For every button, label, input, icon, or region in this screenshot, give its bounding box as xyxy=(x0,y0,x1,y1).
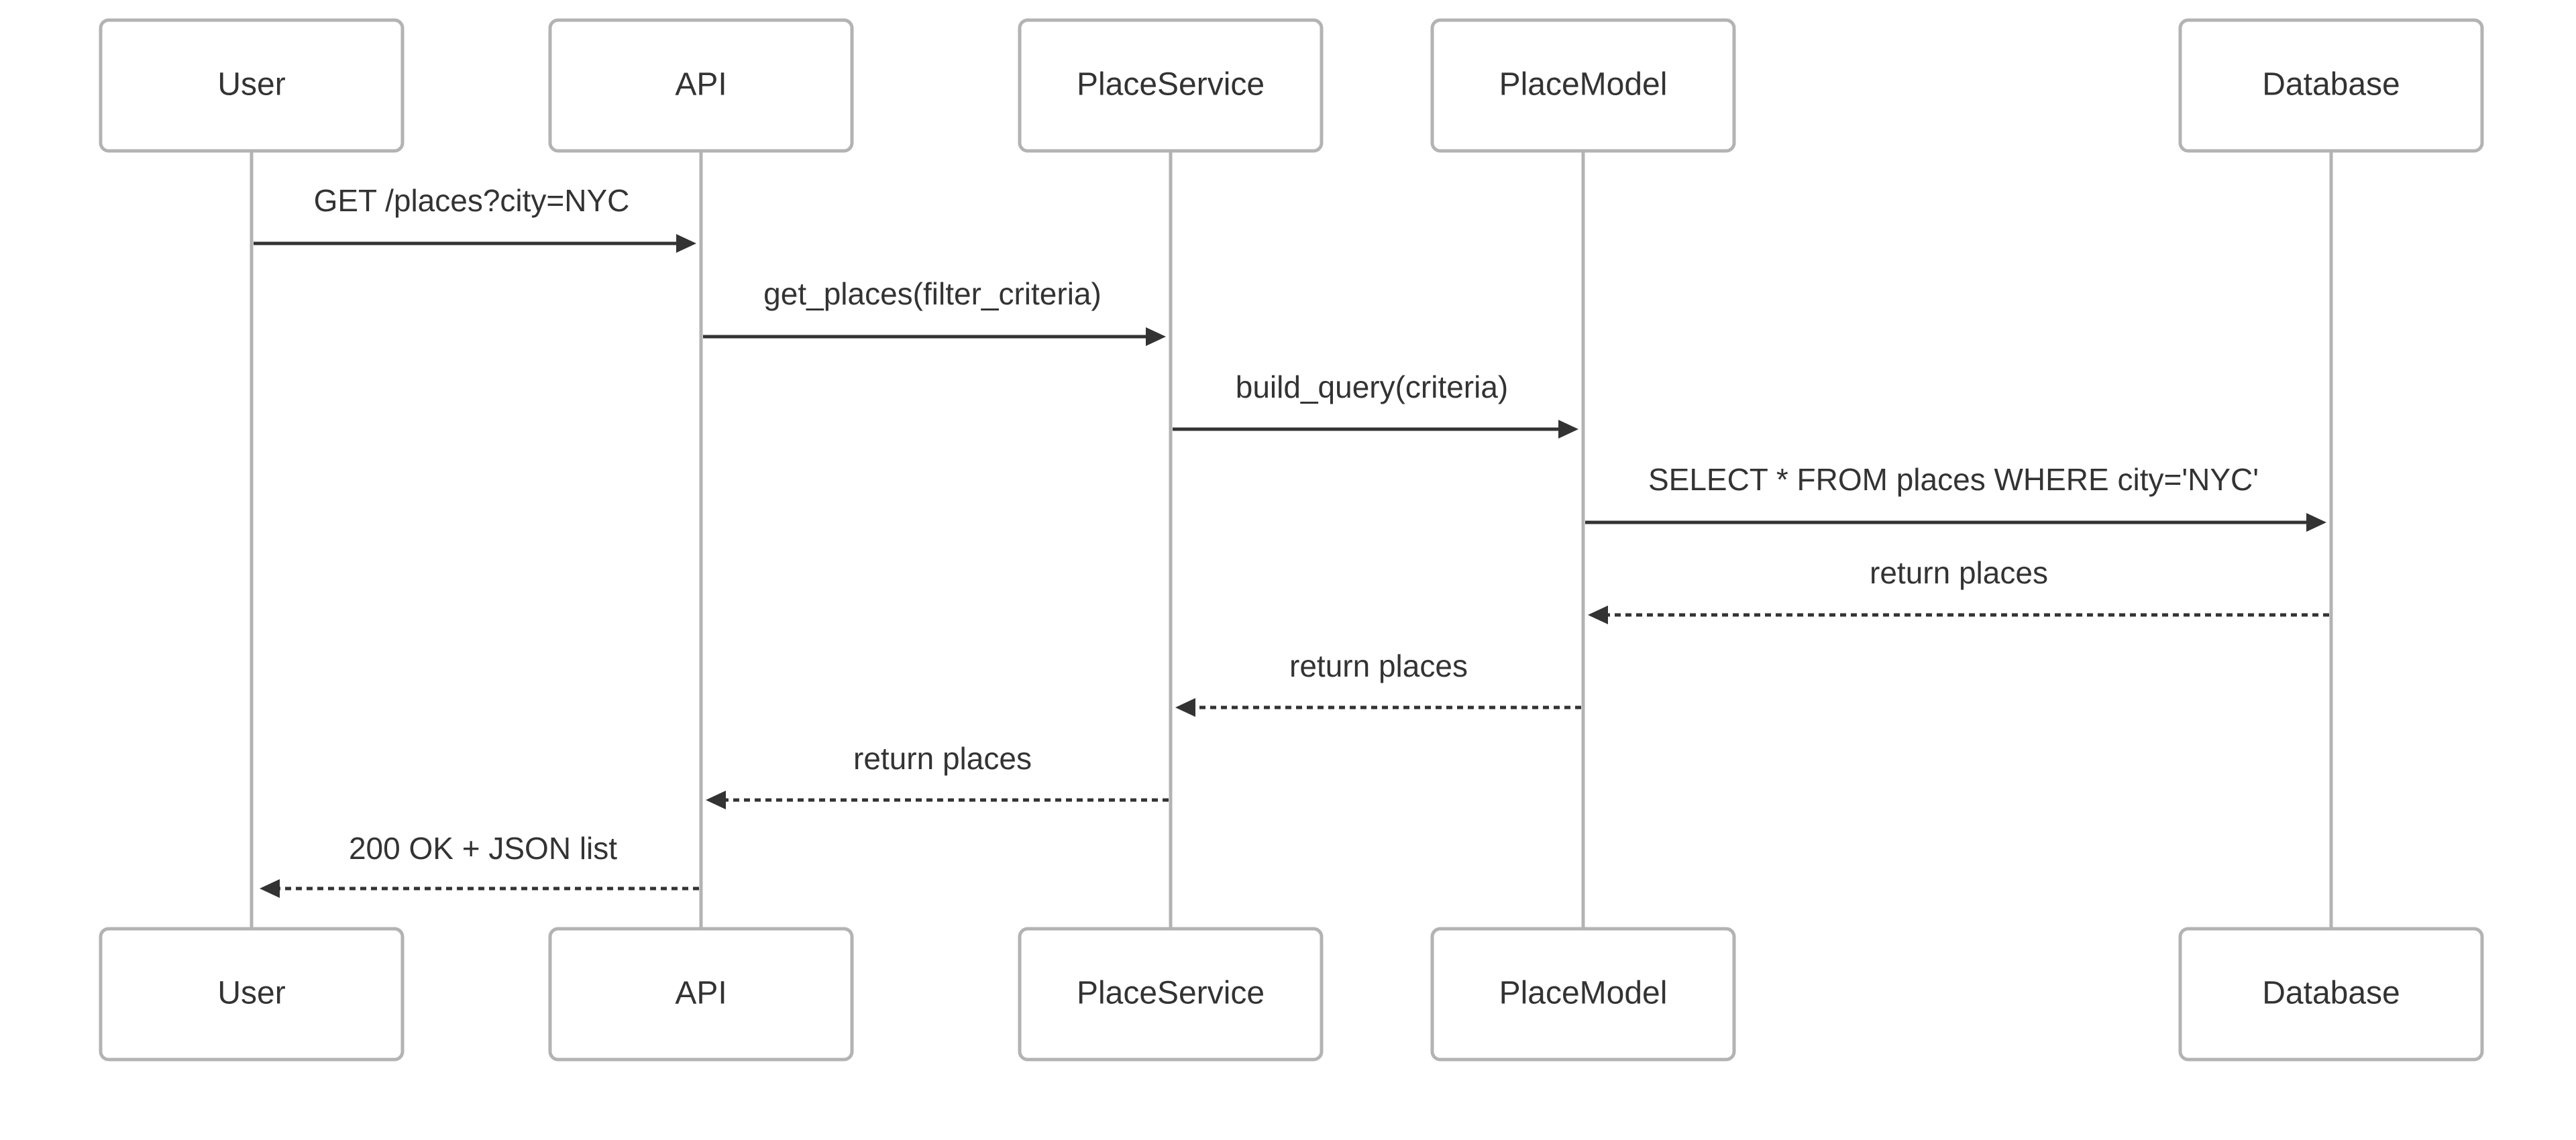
participant-label: Database xyxy=(2262,976,2400,1011)
participant-api-bottom: API xyxy=(548,927,854,1062)
participant-box xyxy=(1430,18,1736,153)
participant-box xyxy=(2178,927,2484,1062)
participant-box xyxy=(1430,927,1736,1062)
message-build-query: build_query(criteria) xyxy=(1173,369,1578,439)
participant-label: PlaceService xyxy=(1077,67,1265,103)
arrow-head-icon xyxy=(676,234,696,253)
message-label: get_places(filter_criteria) xyxy=(763,276,1102,311)
message-label: return places xyxy=(853,741,1032,776)
message-sql-query: SELECT * FROM places WHERE city='NYC' xyxy=(1585,462,2326,532)
participants-bottom: User API PlaceService PlaceModel Databas… xyxy=(99,927,2484,1062)
participant-box xyxy=(1018,927,1324,1062)
message-response: 200 OK + JSON list xyxy=(260,831,699,898)
message-label: build_query(criteria) xyxy=(1236,369,1509,404)
participant-label: Database xyxy=(2262,67,2400,103)
participants-top: User API PlaceService PlaceModel Databas… xyxy=(99,18,2484,153)
arrow-head-icon xyxy=(1146,327,1166,346)
participant-label: PlaceService xyxy=(1077,976,1265,1011)
message-get-places-call: get_places(filter_criteria) xyxy=(703,276,1166,346)
participant-label: PlaceModel xyxy=(1499,976,1668,1011)
lifelines xyxy=(250,151,2333,929)
participant-label: API xyxy=(675,67,727,103)
arrow-head-icon xyxy=(706,791,726,809)
participant-box xyxy=(99,18,405,153)
participant-placemodel-top: PlaceModel xyxy=(1430,18,1736,153)
participant-box xyxy=(1018,18,1324,153)
messages: GET /places?city=NYC get_places(filter_c… xyxy=(254,183,2329,898)
participant-placeservice-top: PlaceService xyxy=(1018,18,1324,153)
message-return-places-service: return places xyxy=(706,741,1169,809)
message-label: 200 OK + JSON list xyxy=(349,831,617,866)
arrow-head-icon xyxy=(1175,698,1195,717)
arrow-head-icon xyxy=(260,879,280,898)
participant-label: User xyxy=(217,67,285,103)
participant-placeservice-bottom: PlaceService xyxy=(1018,927,1324,1062)
message-label: GET /places?city=NYC xyxy=(314,183,630,218)
participant-label: User xyxy=(217,976,285,1011)
arrow-head-icon xyxy=(1588,606,1608,624)
message-get-places-request: GET /places?city=NYC xyxy=(254,183,696,253)
participant-database-top: Database xyxy=(2178,18,2484,153)
participant-database-bottom: Database xyxy=(2178,927,2484,1062)
message-label: return places xyxy=(1289,648,1468,683)
participant-user-bottom: User xyxy=(99,927,405,1062)
participant-api-top: API xyxy=(548,18,854,153)
participant-label: API xyxy=(675,976,727,1011)
arrow-head-icon xyxy=(1558,420,1578,439)
message-return-places-db: return places xyxy=(1588,555,2329,624)
participant-box xyxy=(548,18,854,153)
participant-box xyxy=(99,927,405,1062)
message-label: SELECT * FROM places WHERE city='NYC' xyxy=(1648,462,2259,497)
participant-label: PlaceModel xyxy=(1499,67,1668,103)
participant-box xyxy=(2178,18,2484,153)
message-return-places-model: return places xyxy=(1175,648,1581,717)
participant-box xyxy=(548,927,854,1062)
participant-user-top: User xyxy=(99,18,405,153)
participant-placemodel-bottom: PlaceModel xyxy=(1430,927,1736,1062)
message-label: return places xyxy=(1870,555,2048,590)
arrow-head-icon xyxy=(2306,513,2326,532)
